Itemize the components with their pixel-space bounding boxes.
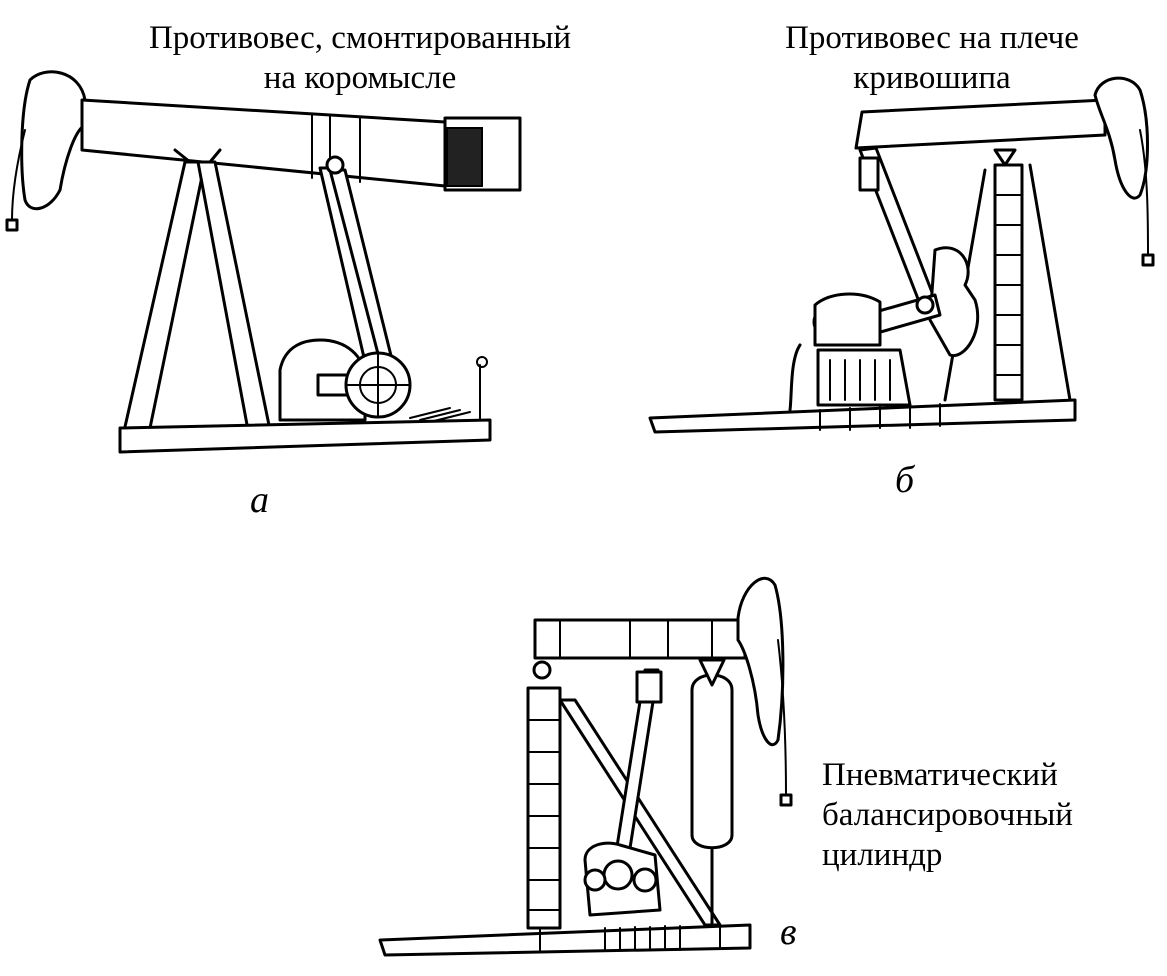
pump-jack-v xyxy=(378,576,793,957)
gearbox-b xyxy=(816,348,912,407)
caption-beam-counterweight-line1: Противовес, смонтированный xyxy=(148,20,572,56)
brake-handle-a xyxy=(476,356,488,368)
motor-pulley-v xyxy=(583,868,607,892)
bridle-line-b xyxy=(1139,129,1149,256)
caption-crank-counterweight-line2: кривошипа xyxy=(853,60,1011,96)
equalizer-pin-a xyxy=(325,155,345,175)
base-v xyxy=(378,923,752,957)
crank-disc-v xyxy=(602,859,634,891)
base-b xyxy=(648,398,1077,434)
samson-post-v xyxy=(526,686,562,930)
caption-crank-counterweight-line1: Противовес на плече xyxy=(785,20,1079,56)
samson-post-rear-a xyxy=(196,160,272,432)
horse-head-v xyxy=(736,576,785,747)
caption-pneumatic-cylinder: Пневматический балансировочный цилиндр xyxy=(822,755,1073,875)
horse-head-a xyxy=(20,70,87,211)
bridle-line-v xyxy=(777,639,787,796)
base-blocks-b xyxy=(819,403,941,431)
polished-rod-clamp-v xyxy=(779,793,793,807)
caption-beam-counterweight-line2: на коромысле xyxy=(263,60,457,96)
crank-pin-b xyxy=(915,295,935,315)
pneumatic-cylinder-v xyxy=(690,673,734,850)
base-a xyxy=(118,418,492,454)
samson-ladder-v xyxy=(527,719,561,911)
motor-b xyxy=(813,292,882,347)
walking-beam-b xyxy=(854,98,1107,150)
caption-pneumatic-cylinder-line3: цилиндр xyxy=(822,837,943,873)
crank-disc-2-v xyxy=(632,867,658,893)
caption-crank-counterweight: Противовес на плече кривошипа xyxy=(742,18,1122,98)
bridle-line-a xyxy=(11,129,26,221)
cylinder-mount-v xyxy=(698,658,726,687)
caption-pneumatic-cylinder-line2: балансировочный xyxy=(822,797,1073,833)
polished-rod-clamp-a xyxy=(5,218,19,232)
beam-counterweight-fill-a xyxy=(446,127,483,187)
pitman-top-b xyxy=(858,156,880,192)
saddle-bearing-b xyxy=(993,148,1017,167)
caption-beam-counterweight: Противовес, смонтированный на коромысле xyxy=(110,18,610,98)
label-a: а xyxy=(250,479,269,521)
samson-post-front-a xyxy=(120,160,207,442)
samson-post-b xyxy=(993,163,1024,402)
horse-head-b xyxy=(1093,76,1149,200)
polished-rod-clamp-b xyxy=(1141,253,1155,267)
crank-counterweight-b xyxy=(928,246,980,357)
base-blocks-v xyxy=(539,924,721,951)
pitman-top-v xyxy=(635,670,663,704)
label-b: б xyxy=(895,459,915,501)
walking-beam-a xyxy=(80,98,447,188)
caption-pneumatic-cylinder-line1: Пневматический xyxy=(822,757,1058,793)
motor-stand-b xyxy=(788,343,802,412)
gearbox-ribs-b xyxy=(829,359,891,401)
pump-jack-a xyxy=(5,70,522,454)
walking-beam-v xyxy=(533,618,747,660)
label-v: в xyxy=(780,911,797,953)
saddle-pin-v xyxy=(532,660,552,680)
pump-jack-b xyxy=(648,76,1155,434)
